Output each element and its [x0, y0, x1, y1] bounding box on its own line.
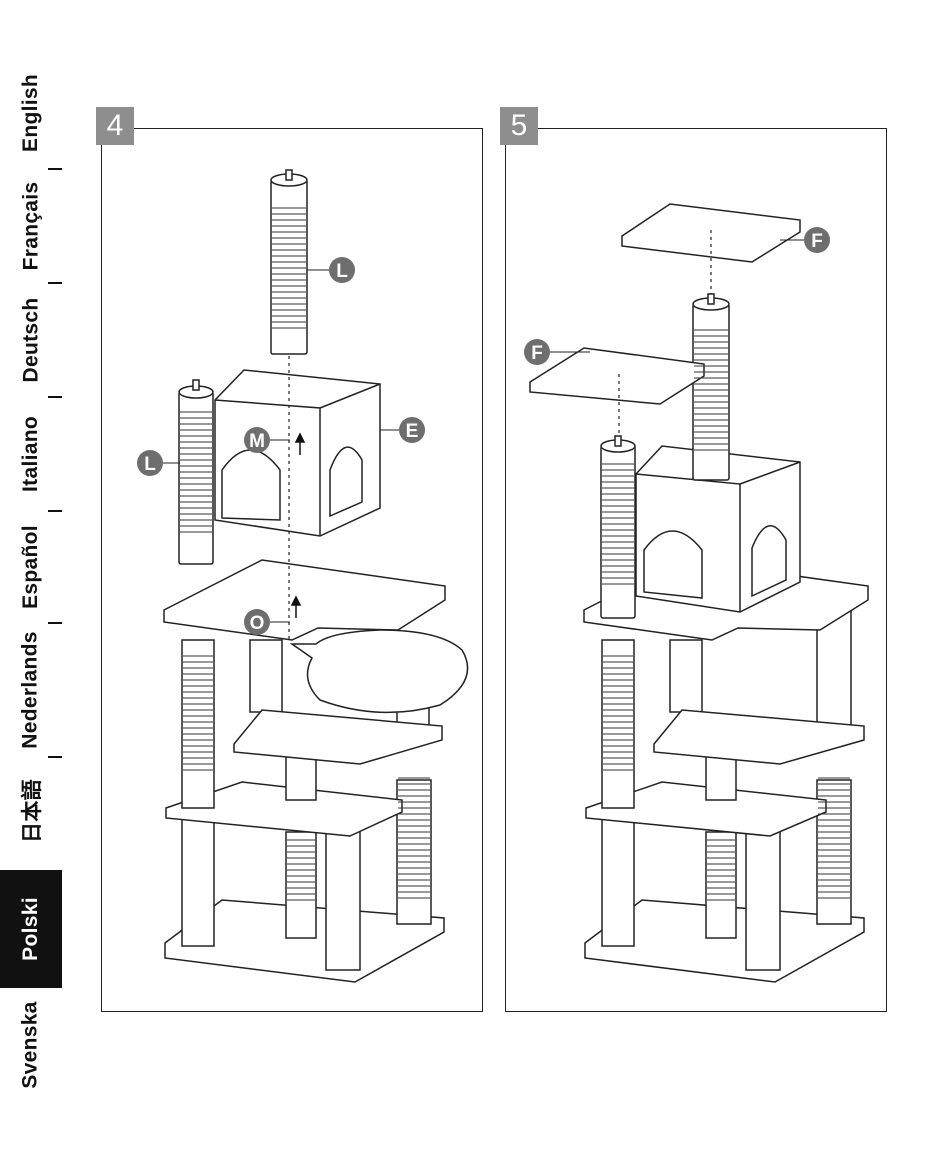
step-number-badge: 5: [500, 107, 538, 145]
lang-tab-deutsch[interactable]: Deutsch: [0, 284, 62, 396]
language-sidebar: English Français Deutsch Italiano Españo…: [0, 58, 62, 1098]
lang-tab-francais[interactable]: Français: [0, 170, 62, 282]
lang-tab-japanese[interactable]: 日本語: [0, 758, 62, 864]
lang-tab-italiano[interactable]: Italiano: [0, 398, 62, 510]
lang-tab-espanol[interactable]: Español: [0, 512, 62, 622]
step-number-badge: 4: [96, 107, 134, 145]
lang-tab-nederlands[interactable]: Nederlands: [0, 624, 62, 756]
step-4-panel: 4: [101, 128, 483, 1012]
lang-tab-english[interactable]: English: [0, 58, 62, 168]
lang-tab-svenska[interactable]: Svenska: [0, 992, 62, 1098]
step-5-panel: 5: [505, 128, 887, 1012]
lang-tab-polski[interactable]: Polski: [0, 870, 62, 988]
